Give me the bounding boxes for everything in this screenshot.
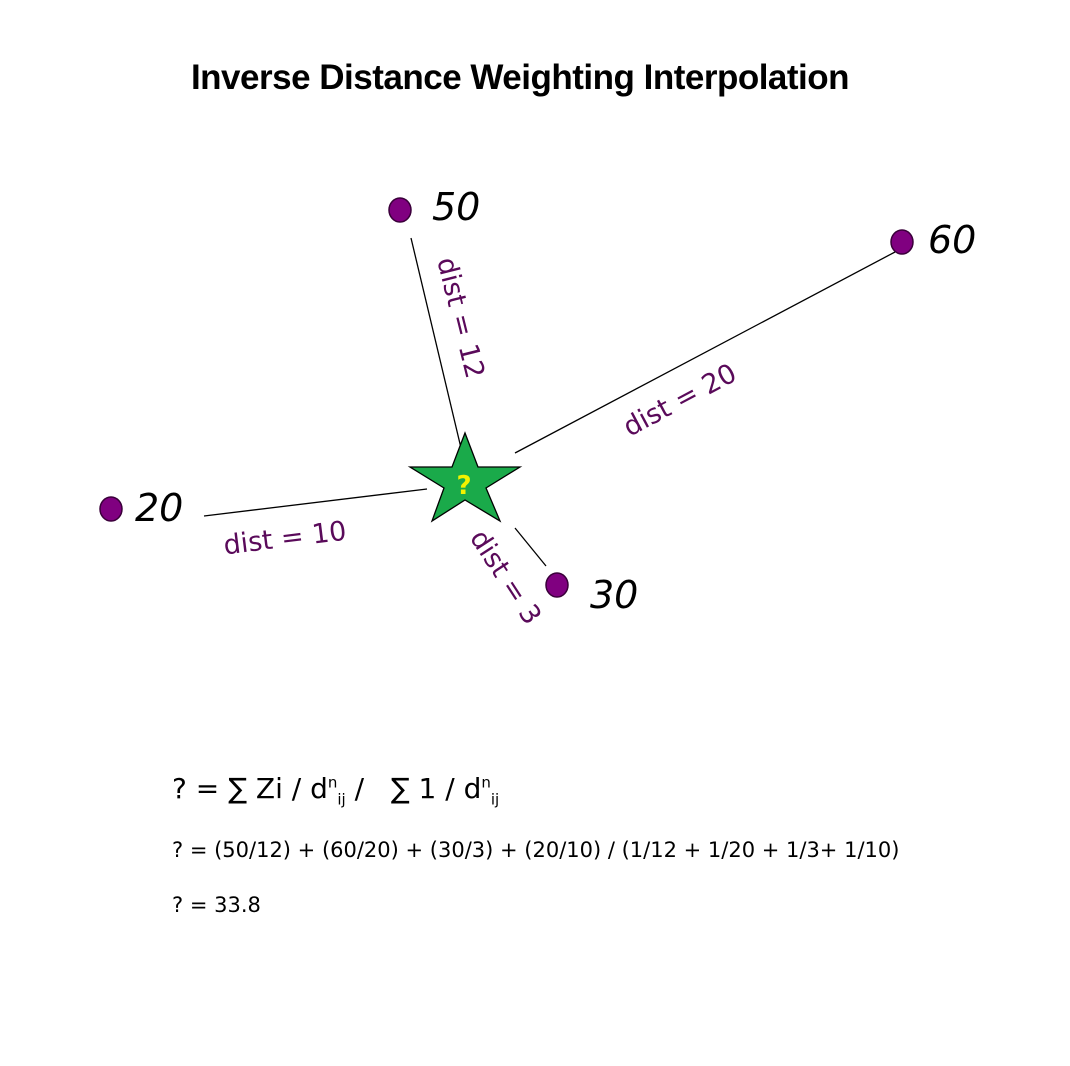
formula-sub2: ij xyxy=(490,790,500,809)
line-to-30 xyxy=(514,527,547,567)
point-30-value: 30 xyxy=(590,573,638,617)
formula-result: ? = 33.8 xyxy=(172,893,261,917)
diagram-title: Inverse Distance Weighting Interpolation xyxy=(190,58,850,97)
point-20 xyxy=(99,496,123,522)
dist-label-20: dist = 10 xyxy=(222,516,348,562)
dist-label-50: dist = 12 xyxy=(430,254,490,381)
formula-sub1: ij xyxy=(337,790,346,809)
line-to-50 xyxy=(410,237,462,449)
point-20-value: 20 xyxy=(135,486,183,530)
formula-sup1: n xyxy=(327,773,338,792)
point-60-value: 60 xyxy=(928,218,976,262)
point-50 xyxy=(388,197,412,223)
line-to-20 xyxy=(203,488,428,517)
formula-mid: / ∑ 1 / d xyxy=(345,772,482,805)
formula-substitution: ? = (50/12) + (60/20) + (30/3) + (20/10)… xyxy=(172,838,900,862)
formula-sup2: n xyxy=(481,773,491,792)
formula-general: ? = ∑ Zi / dnij / ∑ 1 / dnij xyxy=(172,772,499,809)
point-50-value: 50 xyxy=(432,185,480,229)
dist-label-60: dist = 20 xyxy=(618,358,742,443)
line-to-60 xyxy=(514,251,896,454)
point-30 xyxy=(545,572,569,598)
formula-lhs: ? = ∑ Zi / d xyxy=(172,772,328,805)
unknown-question-mark: ? xyxy=(456,471,471,501)
dist-label-30: dist = 3 xyxy=(463,524,547,630)
unknown-star-icon xyxy=(407,431,523,523)
point-60 xyxy=(890,229,914,255)
